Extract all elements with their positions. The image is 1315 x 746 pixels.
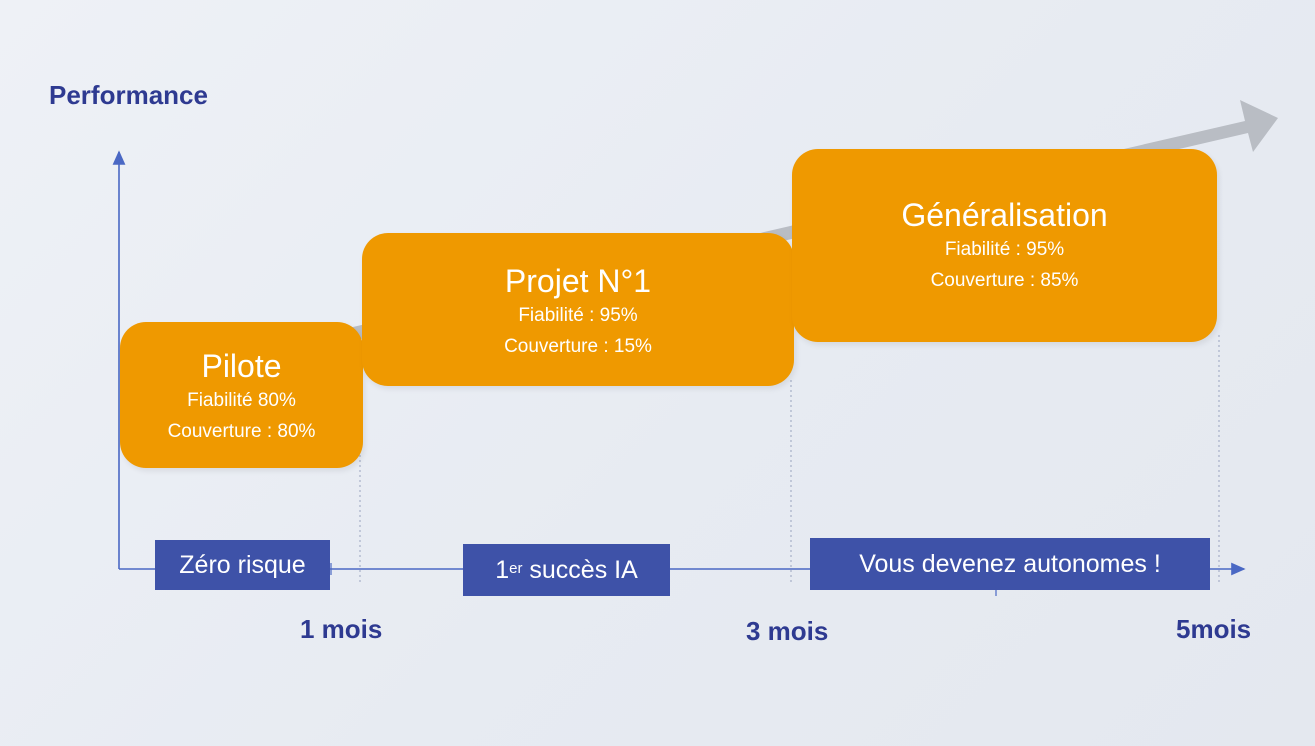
phase-reliability: Fiabilité 80% (187, 390, 296, 411)
label-text: Vous devenez autonomes ! (859, 549, 1161, 578)
phase-reliability: Fiabilité : 95% (944, 239, 1065, 260)
label-superscript: er (509, 559, 523, 577)
tick-label-5-mois: 5mois (1176, 614, 1252, 644)
label-text: Zéro risque (179, 550, 306, 579)
tick-label-3-mois: 3 mois (746, 616, 829, 646)
phase-pilote: Pilote Fiabilité 80% Couverture : 80% (120, 322, 363, 468)
phase-title: Généralisation (901, 197, 1108, 233)
label-text: succès IA (522, 555, 638, 584)
y-axis-title: Performance (49, 80, 208, 110)
phase-title: Pilote (201, 348, 282, 384)
phase-generalisation: Généralisation Fiabilité : 95% Couvertur… (792, 149, 1217, 342)
phase-projet-n1: Projet N°1 Fiabilité : 95% Couverture : … (362, 233, 794, 386)
label-number: 1 (495, 555, 510, 584)
phase-reliability: Fiabilité : 95% (518, 305, 638, 326)
phase-title: Projet N°1 (504, 263, 652, 299)
phase-coverage: Couverture : 85% (930, 270, 1079, 291)
label-autonomes: Vous devenez autonomes ! (810, 538, 1210, 590)
phase-coverage: Couverture : 80% (167, 421, 316, 442)
phase-coverage: Couverture : 15% (504, 336, 652, 357)
tick-label-1-mois: 1 mois (300, 614, 383, 644)
label-zero-risque: Zéro risque (155, 540, 330, 590)
